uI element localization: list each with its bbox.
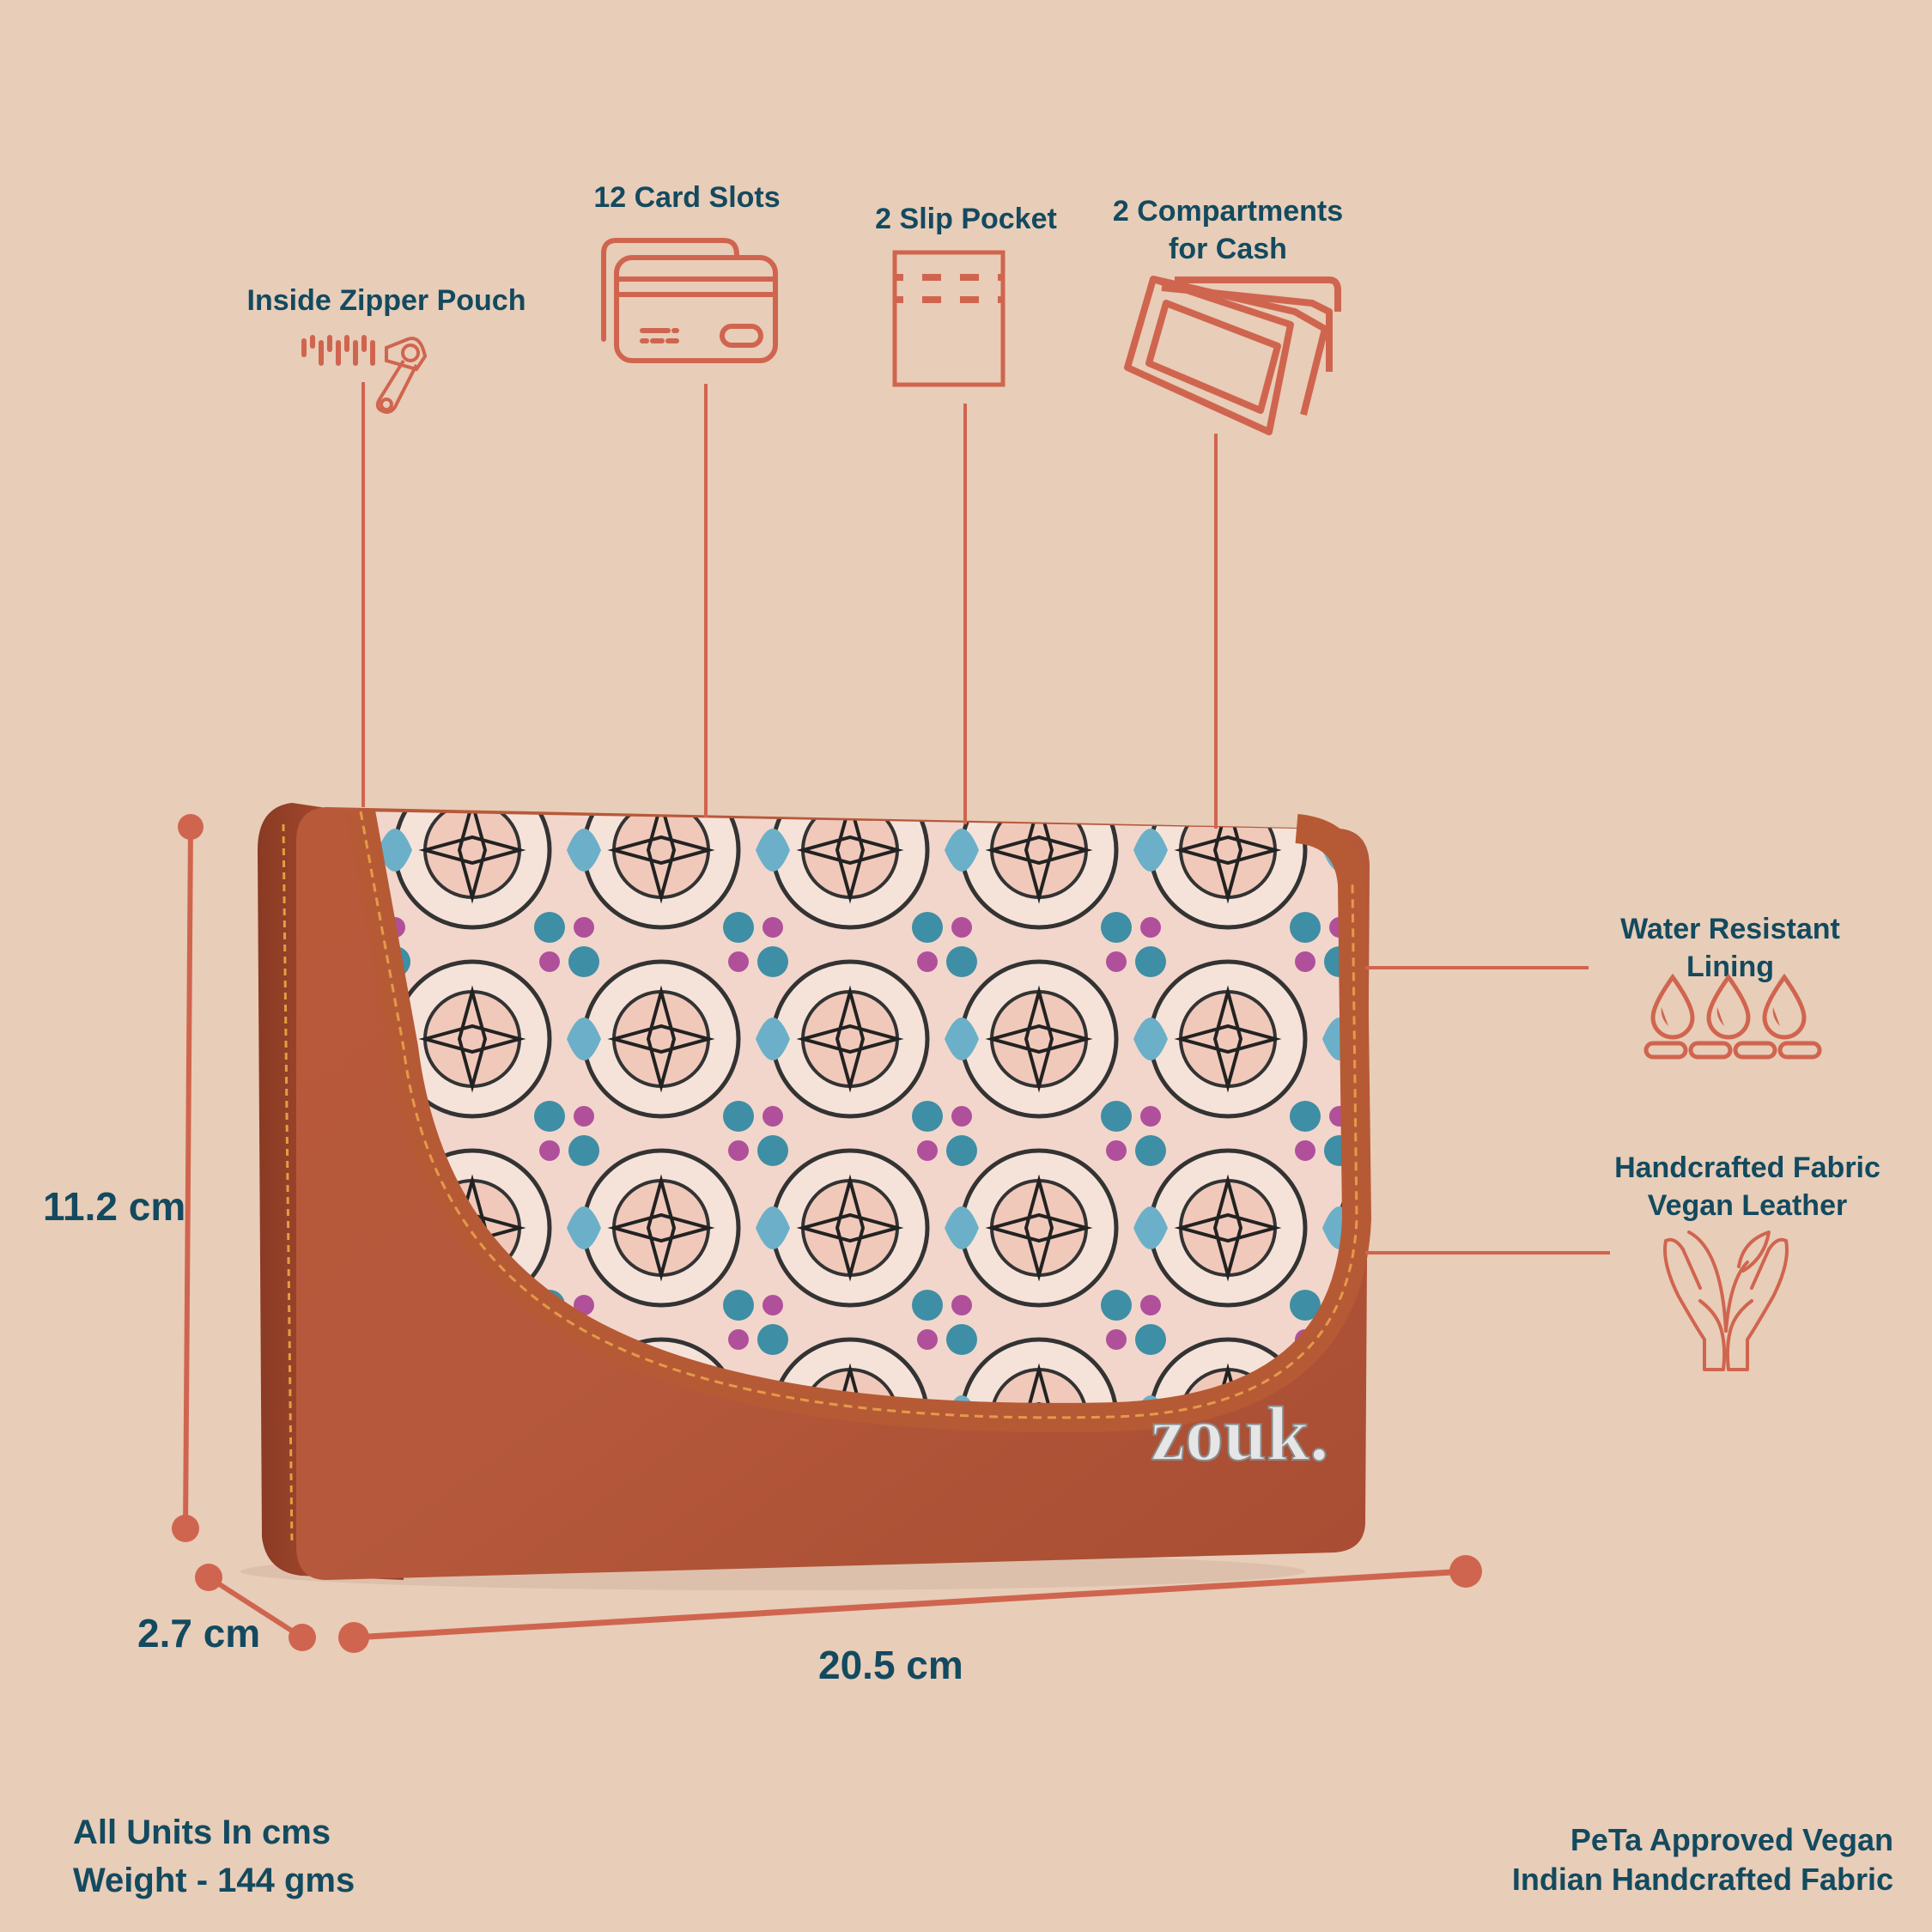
weight-note: Weight - 144 gms [73, 1862, 355, 1899]
leader-line-material [1365, 1251, 1610, 1255]
feature-label-water-line1: Water Resistant [1620, 913, 1840, 945]
depth-dimension-label: 2.7 cm [137, 1611, 261, 1656]
feature-label-slip: 2 Slip Pocket [875, 203, 1057, 235]
footer-specs: All Units In cms Weight - 144 gms [73, 1808, 355, 1905]
leader-line-slip [963, 404, 967, 824]
feature-label-material-line2: Vegan Leather [1647, 1189, 1848, 1222]
peta-note: PeTa Approved Vegan [1570, 1822, 1893, 1857]
fabric-note: Indian Handcrafted Fabric [1511, 1862, 1893, 1897]
width-dimension-label: 20.5 cm [818, 1643, 963, 1687]
slip-pocket-icon [892, 250, 1005, 387]
feature-label-material: Handcrafted Fabric Vegan Leather [1584, 1149, 1911, 1224]
credit-card-icon [601, 238, 778, 363]
leader-line-cards [704, 384, 708, 817]
feature-label-cash: 2 Compartments for Cash [1082, 192, 1374, 268]
leader-line-water [1365, 966, 1589, 969]
feature-label-cards: 12 Card Slots [593, 181, 781, 214]
water-drops-icon [1643, 973, 1822, 1060]
zipper-icon [301, 335, 428, 415]
footer-certifications: PeTa Approved Vegan Indian Handcrafted F… [1512, 1820, 1893, 1899]
feature-label-cash-line1: 2 Compartments [1112, 195, 1344, 228]
units-note: All Units In cms [73, 1814, 331, 1851]
feature-label-material-line1: Handcrafted Fabric [1614, 1151, 1880, 1184]
cash-bills-icon [1124, 276, 1341, 435]
feature-label-zipper: Inside Zipper Pouch [246, 284, 526, 317]
leader-line-zipper [361, 382, 365, 807]
feature-label-water: Water Resistant Lining [1597, 910, 1863, 986]
hands-leaf-icon [1663, 1230, 1789, 1371]
height-dimension-label: 11.2 cm [43, 1184, 186, 1229]
brand-logo: zouk. [1151, 1392, 1329, 1477]
feature-label-cash-line2: for Cash [1169, 233, 1287, 265]
leader-line-cash [1214, 434, 1218, 829]
